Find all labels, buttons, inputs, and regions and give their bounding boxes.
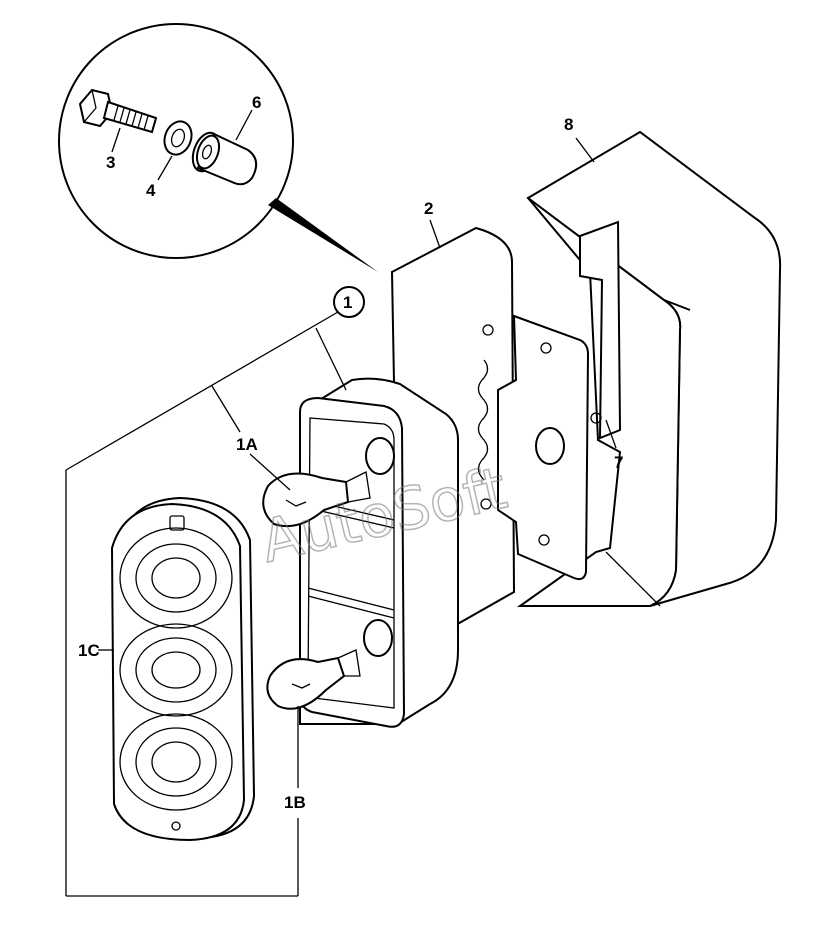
mounting-plate-part [477, 314, 590, 581]
detail-pointer [268, 198, 378, 272]
spacer-part [191, 131, 258, 186]
callout-6: 6 [252, 93, 261, 112]
bulb-upper-part [262, 471, 371, 528]
washer-part [163, 120, 193, 156]
bulb-lower-part [266, 649, 361, 710]
bolt-part [78, 88, 158, 134]
fastener-detail-view: 3 4 6 [58, 23, 378, 272]
callout-3: 3 [106, 153, 115, 172]
bracket-part: 7 [579, 220, 623, 472]
callout-1c: 1C [78, 641, 100, 660]
lens-part [110, 496, 256, 842]
callout-1a: 1A [236, 435, 258, 454]
callout-1b: 1B [284, 793, 306, 812]
assembly-callout-circle [333, 286, 365, 318]
callout-8: 8 [564, 115, 573, 134]
assembly-leaders: 1 [65, 286, 365, 897]
detail-circle [58, 23, 294, 259]
callout-7: 7 [614, 453, 623, 472]
callout-2: 2 [424, 199, 433, 218]
callout-4: 4 [146, 181, 156, 200]
callout-1: 1 [343, 293, 352, 312]
